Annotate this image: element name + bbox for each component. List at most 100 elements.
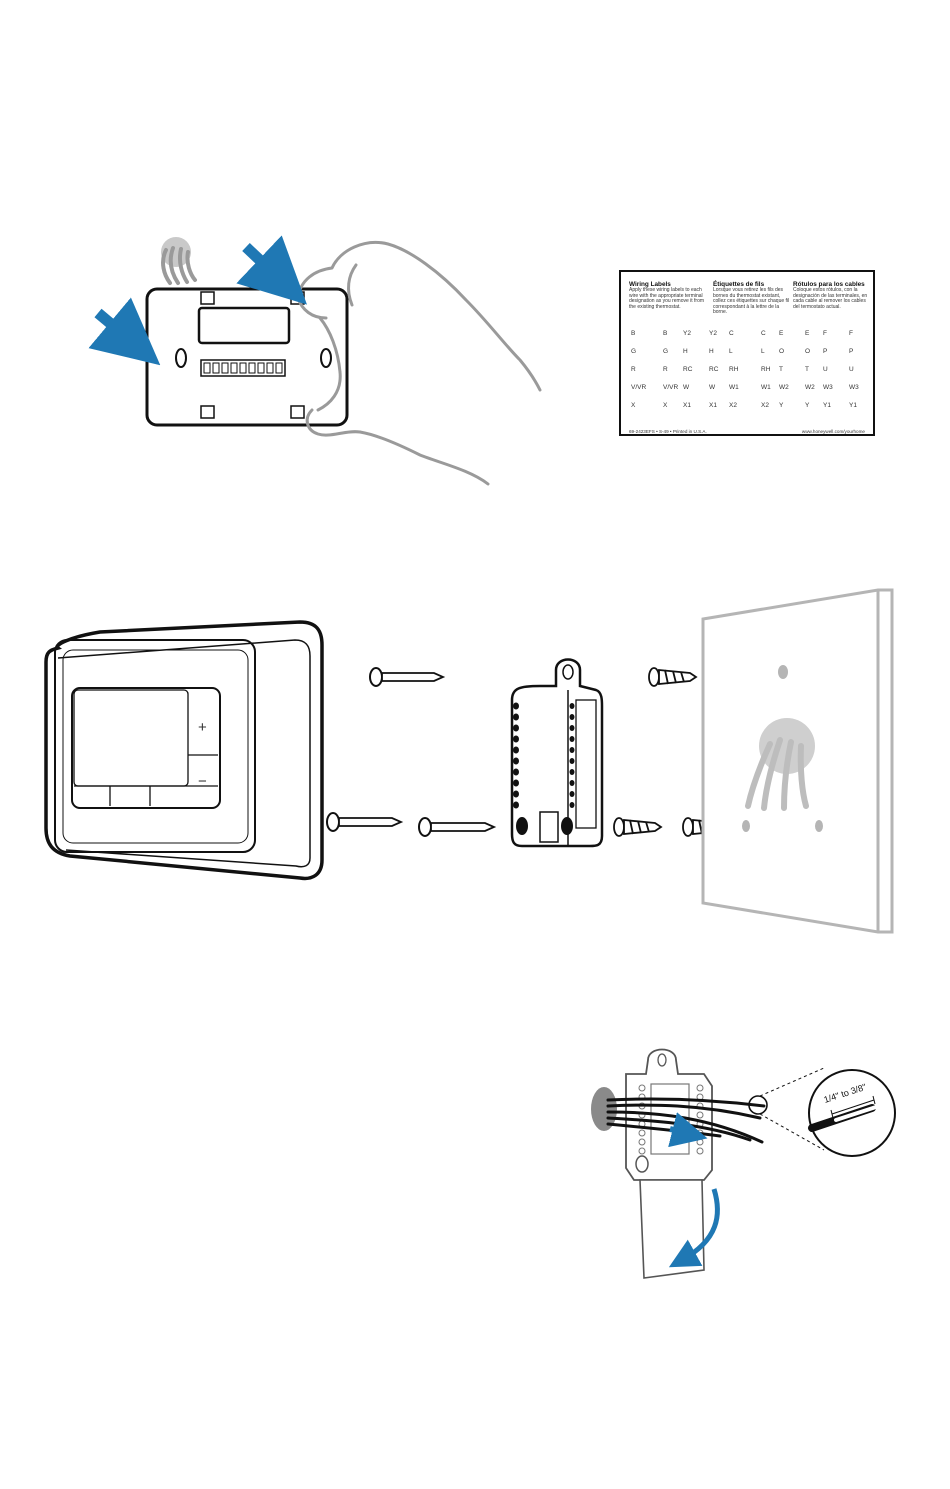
- minus-button-icon: −: [198, 773, 207, 790]
- wallplate-terminal: [638, 1147, 646, 1155]
- wire-label-cell: P: [823, 348, 828, 355]
- wall-panel: [701, 588, 894, 934]
- wallplate-terminal: [569, 736, 575, 742]
- mounting-screw-top-icon: [369, 667, 446, 687]
- wire-label-cell: W1: [761, 384, 771, 391]
- wire-label-cell: O: [779, 348, 785, 355]
- wire-label-cell: X: [663, 402, 668, 409]
- wallplate-notch: [513, 757, 519, 765]
- card-text-fr: Lorsque vous retirez les fils des bornes…: [713, 287, 790, 316]
- plus-button-icon: +: [198, 719, 207, 736]
- wallplate-terminal: [696, 1084, 704, 1092]
- wall-wire-hole-icon: [745, 718, 815, 811]
- new-wallplate-side-view: [510, 658, 604, 848]
- terminal-screw: [239, 362, 247, 374]
- wiring-labels-card: Wiring Labels Apply these wiring labels …: [619, 270, 875, 436]
- wiring-labels-col-en: Wiring Labels Apply these wiring labels …: [629, 281, 709, 310]
- wire-label-cell: Y1: [849, 402, 857, 409]
- wire-label-cell: W3: [849, 384, 859, 391]
- wire-label-cell: W1: [729, 384, 739, 391]
- wallplate-terminal: [569, 703, 575, 709]
- insert-wire-arrow-icon: [668, 1112, 708, 1148]
- wallplate-terminal: [638, 1138, 646, 1146]
- wire-label-cell: RH: [761, 366, 771, 373]
- card-footer-right: www.honeywell.com/yourhome: [801, 429, 865, 434]
- card-text-es: Coloque estos rótulos, con la designació…: [793, 287, 868, 310]
- wallplate-terminal: [569, 769, 575, 775]
- wallplate-notch: [513, 735, 519, 743]
- wire-label-cell: V/VR: [631, 384, 647, 391]
- wire-label-cell: F: [823, 330, 827, 337]
- wire-label-cell: C: [761, 330, 766, 337]
- wallplate-notch: [513, 790, 519, 798]
- terminal-screw: [275, 362, 283, 374]
- wallplate-terminal: [569, 791, 575, 797]
- wire-label-cell: E: [805, 330, 810, 337]
- wallplate-notch: [513, 746, 519, 754]
- card-heading-fr: Étiquettes de fils: [713, 281, 765, 288]
- wire-label-cell: O: [805, 348, 811, 355]
- terminal-screw: [221, 362, 229, 374]
- wire-label-cell: B: [631, 330, 636, 337]
- wall-anchor-mid-icon: [613, 817, 663, 837]
- wall-anchor-top-icon: [648, 667, 698, 687]
- wire-label-cell: RC: [709, 366, 719, 373]
- wire-label-cell: T: [805, 366, 809, 373]
- wire-label-cell: B: [663, 330, 668, 337]
- press-arrow-left-icon: [88, 297, 161, 366]
- wire-label-cell: X1: [683, 402, 691, 409]
- wallplate-terminal: [569, 714, 575, 720]
- wire-label-cell: U: [823, 366, 828, 373]
- wire-label-cell: H: [683, 348, 688, 355]
- wire-label-cell: W2: [805, 384, 815, 391]
- wire-label-cell: Y: [805, 402, 810, 409]
- wire-label-cell: H: [709, 348, 714, 355]
- terminal-screw: [266, 362, 274, 374]
- wallplate-wiring-view: 1/4" to 3/8": [591, 1048, 896, 1279]
- wallplate-notch: [513, 779, 519, 787]
- wire-label-cell: W: [683, 384, 690, 391]
- wire-label-cell: R: [631, 366, 636, 373]
- wires-out-of-wall-icon: [161, 237, 197, 285]
- wire-label-cell: U: [849, 366, 854, 373]
- wire-label-cell: Y2: [709, 330, 717, 337]
- wallplate-notch: [513, 713, 519, 721]
- wiring-labels-col-es: Rótulos para los cables Coloque estos ró…: [793, 281, 873, 310]
- wire-label-cell: G: [631, 348, 637, 355]
- terminal-screw: [248, 362, 256, 374]
- wire-label-cell: RC: [683, 366, 693, 373]
- wallplate-terminal: [569, 725, 575, 731]
- wire-label-cell: E: [779, 330, 784, 337]
- old-wallplate: [145, 287, 349, 427]
- wire-label-cell: L: [761, 348, 765, 355]
- wire-label-cell: V/VR: [663, 384, 679, 391]
- card-heading-en: Wiring Labels: [629, 281, 671, 288]
- wire-label-cell: RH: [729, 366, 739, 373]
- wallplate-notch: [513, 801, 519, 809]
- thermostat-body: + −: [44, 620, 324, 881]
- card-heading-es: Rótulos para los cables: [793, 281, 865, 288]
- wire-label-cell: C: [729, 330, 734, 337]
- wire-label-cell: Y: [779, 402, 784, 409]
- terminal-screw: [203, 362, 211, 374]
- wire-label-cell: X2: [761, 402, 769, 409]
- wallplate-terminal: [569, 747, 575, 753]
- wire-label-cell: W3: [823, 384, 833, 391]
- wire-label-cell: L: [729, 348, 733, 355]
- wire-end-callout-ring: [748, 1095, 768, 1115]
- wallplate-notch: [513, 702, 519, 710]
- wire-label-cell: P: [849, 348, 854, 355]
- wire-label-cell: Y2: [683, 330, 691, 337]
- press-arrow-right-icon: [236, 235, 307, 305]
- wallplate-terminal: [569, 780, 575, 786]
- terminal-screw: [257, 362, 265, 374]
- mounting-screw-left-icon: [326, 812, 404, 832]
- strip-length-magnifier: 1/4" to 3/8": [808, 1069, 896, 1157]
- wallplate-terminal: [569, 758, 575, 764]
- card-footer-left: 69-2423EFS • S-49 • Printed in U.S.A.: [629, 429, 707, 434]
- wallplate-terminal: [638, 1129, 646, 1137]
- wire-label-cell: W: [709, 384, 716, 391]
- mounting-screw-mid-icon: [418, 817, 497, 837]
- wire-label-cell: X2: [729, 402, 737, 409]
